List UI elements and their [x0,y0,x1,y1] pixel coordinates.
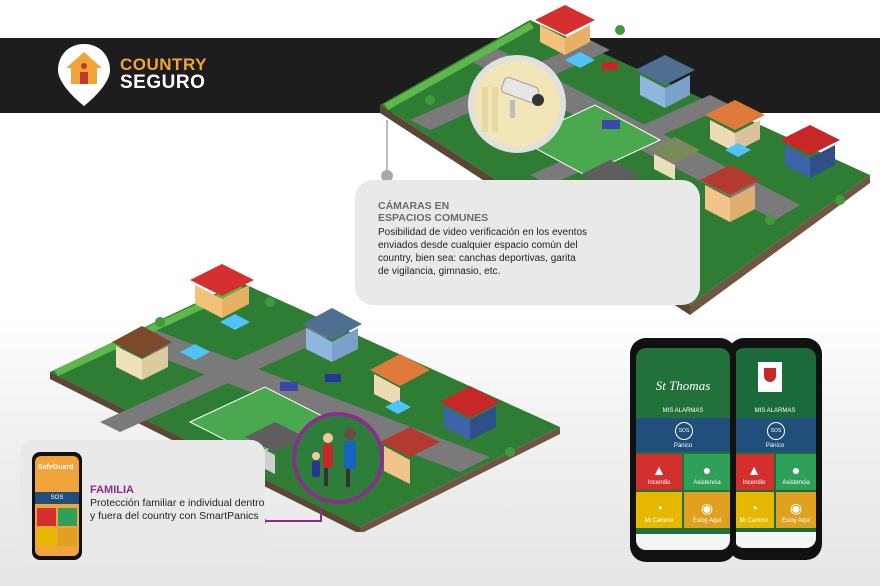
sos-circle-icon: SOS [675,422,693,440]
house-blue-bottom-icon [302,308,362,362]
phone-left-tile-location[interactable]: ◉ Estoy Aquí [684,492,730,528]
timer-icon: ◔ [654,500,664,516]
house-brown-bottom-icon [112,326,172,380]
timer-icon: ◔ [749,500,759,516]
phone-right: MIS ALARMAS SOS Pánico ▲ Incendio ● Asis… [728,338,822,560]
location-pin-icon: ◉ [789,500,803,516]
house-red-blue-bottom-icon [440,386,500,440]
phone-left-tile-camino[interactable]: ◔ Mi Camino [636,492,682,528]
sos-circle-icon: SOS [767,422,785,440]
cameras-title-line2: ESPACIOS COMUNES [378,212,489,224]
phone-left-sos-caption: Pánico [673,443,693,449]
security-camera-icon [500,76,544,118]
family-magnifier [292,412,384,504]
phone-left-section-label: MIS ALARMAS [662,408,704,414]
phone-right-tile-assist-label: Asistencia [782,480,810,486]
small-phone-brand: SafeGuard [38,464,74,471]
phone-left-tile-camino-label: Mi Camino [644,518,674,524]
smartpanic-phone-small: SafeGuard SOS [32,452,82,560]
cameras-callout [355,180,700,305]
house-red-icon [535,5,595,55]
house-blue-icon [635,55,695,108]
phone-right-tile-location-label: Estoy Aquí [781,518,811,524]
phone-left-club-name: St Thomas [655,378,711,393]
phone-right-tile-camino[interactable]: ◔ Mi Camino [734,492,774,528]
phone-left-tabbar [636,534,730,550]
brand-name-line1: COUNTRY [120,55,207,74]
phone-left-tile-location-label: Estoy Aquí [692,518,722,524]
location-pin-icon: ◉ [700,500,714,516]
phone-left: St Thomas MIS ALARMAS SOS Pánico ▲ Incen… [630,338,736,562]
callout-connector-top [381,120,393,182]
car-red-icon [602,62,618,70]
house-red-right-icon [780,125,840,178]
house-orange-bottom-icon [370,354,430,407]
phone-left-sos-button[interactable]: SOS Pánico [636,418,730,452]
family-callout-body: Protección familiar e individual dentro … [90,497,265,522]
fire-icon: ▲ [652,462,666,478]
small-phone-tile-assist[interactable] [58,508,77,526]
person-icon: ● [702,462,712,478]
fire-icon: ▲ [747,462,761,478]
neighborhood-illustration-bottom [50,264,560,532]
cameras-callout-body: Posibilidad de video verificación en los… [378,227,588,277]
phone-left-tile-assist-label: Asistencia [693,480,721,486]
house-red-bottom-icon [190,264,254,318]
phone-right-sos-caption: Pánico [765,443,785,449]
phone-left-tile-fire-label: Incendio [647,480,671,486]
small-phone-tile-camino[interactable] [37,528,56,546]
phone-right-tile-fire[interactable]: ▲ Incendio [734,454,774,490]
car-icon [602,120,620,129]
small-phone-tile-fire[interactable] [37,508,56,526]
callout-connector-bottom [256,507,322,526]
phone-left-tile-assist[interactable]: ● Asistencia [684,454,730,490]
phone-right-sos-button[interactable]: SOS Pánico [734,418,816,452]
phone-right-tile-fire-label: Incendio [742,480,766,486]
small-phone-sos-button[interactable]: SOS [35,492,79,504]
person-icon: ● [791,462,801,478]
phone-right-tabbar [734,532,816,548]
house-orange-icon [705,100,765,152]
phone-right-tile-assist[interactable]: ● Asistencia [776,454,816,490]
phone-right-tile-location[interactable]: ◉ Estoy Aquí [776,492,816,528]
family-callout-title: FAMILIA [90,484,134,496]
phone-right-section-label: MIS ALARMAS [754,408,796,414]
small-phone-tile-location[interactable] [58,528,77,546]
house-brown-icon [700,165,760,222]
house-dark-red-bottom-icon [380,427,440,484]
cameras-callout-title: CÁMARAS EN ESPACIOS COMUNES [378,200,488,224]
house-beige-icon [650,137,700,180]
phone-left-tile-fire[interactable]: ▲ Incendio [636,454,682,490]
brand-name-line2: SEGURO [120,72,206,93]
phone-right-tile-camino-label: Mi Camino [739,518,769,524]
camera-magnifier [468,55,566,153]
house-pin-logo-icon [58,44,110,106]
family-people-icon [312,428,356,487]
cameras-title-line1: CÁMARAS EN [378,200,450,212]
brand-logo-text: COUNTRY SEGURO [120,55,207,93]
club-crest-icon [758,362,782,392]
